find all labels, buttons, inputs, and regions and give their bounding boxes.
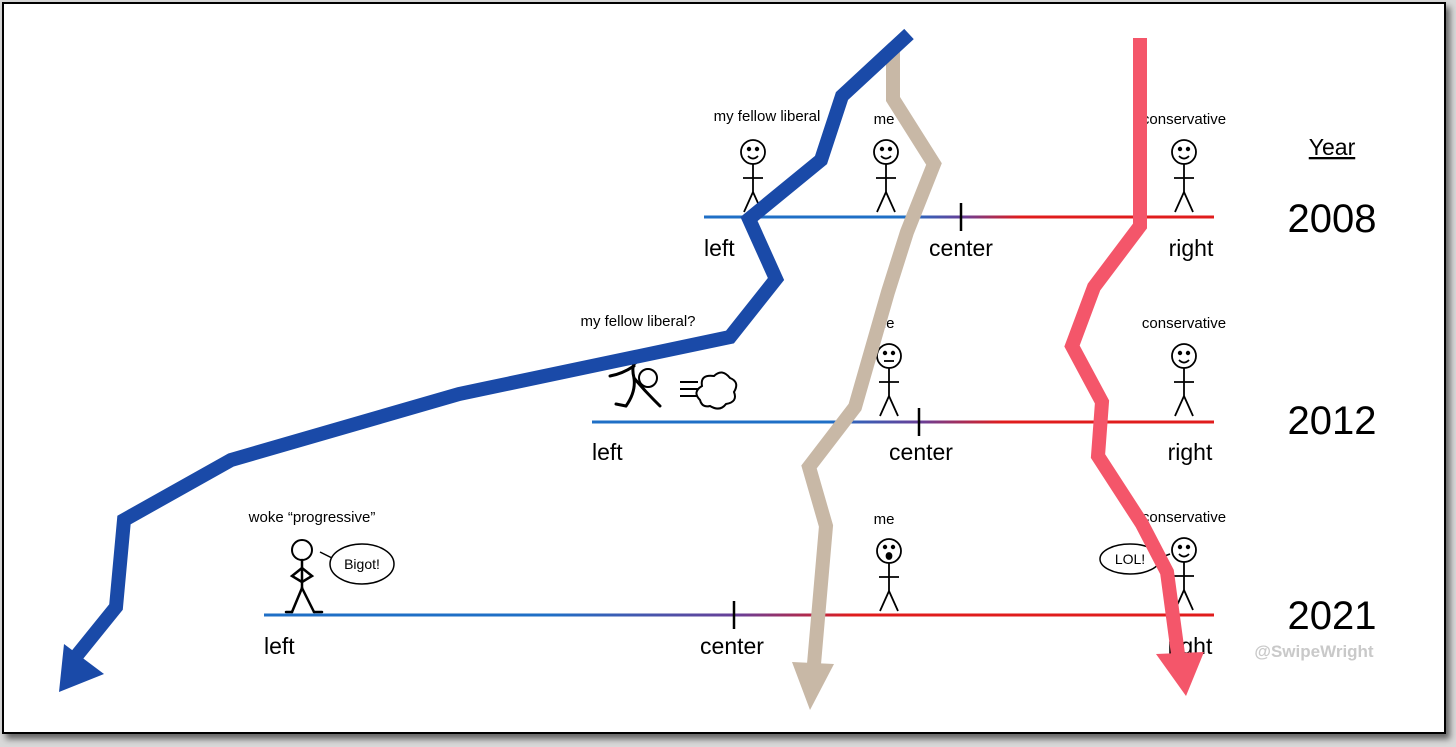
watermark: @SwipeWright: [1254, 642, 1374, 661]
me-figure-2021: [876, 538, 902, 612]
center-label-2008: center: [929, 235, 993, 261]
progressive-figure-2021: [284, 539, 324, 614]
row-2008: left center right 2008 my fellow liberal…: [704, 108, 1376, 261]
conservative-figure-2012: [1171, 343, 1197, 417]
liberal-figure-2008: [740, 139, 766, 213]
lol-speech-text: LOL!: [1115, 551, 1145, 567]
lol-speech-bubble: LOL!: [1099, 543, 1171, 575]
right-label-2008: right: [1169, 235, 1214, 261]
liberal-caption-2012: my fellow liberal?: [580, 313, 695, 330]
me-drift-arrow: [792, 46, 942, 710]
diagram-frame: Year left center right 2008 my fellow li…: [2, 2, 1446, 734]
year-2012: 2012: [1288, 399, 1377, 443]
left-label-2012: left: [592, 439, 623, 465]
left-label-2021: left: [264, 633, 295, 659]
right-label-2012: right: [1168, 439, 1213, 465]
conservative-drift-arrow: [1064, 38, 1204, 696]
conservative-figure-2008: [1171, 139, 1197, 213]
year-2008: 2008: [1288, 197, 1377, 241]
conservative-caption-2021: conservative: [1142, 509, 1226, 526]
me-caption-2008: me: [874, 111, 895, 128]
me-figure-2012: [876, 343, 902, 417]
liberal-caption-2008: my fellow liberal: [714, 108, 821, 125]
year-header: Year: [1309, 134, 1356, 160]
row-2021: left center right 2021 woke “progressive…: [248, 509, 1377, 659]
conservative-caption-2012: conservative: [1142, 315, 1226, 332]
political-drift-diagram: Year left center right 2008 my fellow li…: [59, 28, 1377, 710]
liberal-drift-arrow: [59, 28, 914, 692]
me-caption-2021: me: [874, 511, 895, 528]
center-label-2012: center: [889, 439, 953, 465]
left-label-2008: left: [704, 235, 735, 261]
year-2021: 2021: [1288, 594, 1377, 638]
conservative-caption-2008: conservative: [1142, 111, 1226, 128]
row-2012: left center right 2012 my fellow liberal…: [580, 313, 1376, 465]
liberal-caption-2021: woke “progressive”: [248, 509, 376, 526]
bigot-speech-text: Bigot!: [344, 556, 380, 572]
center-label-2021: center: [700, 633, 764, 659]
bigot-speech-bubble: Bigot!: [319, 543, 395, 585]
speed-puff-icon: [680, 371, 738, 410]
me-figure-2008: [873, 139, 899, 213]
